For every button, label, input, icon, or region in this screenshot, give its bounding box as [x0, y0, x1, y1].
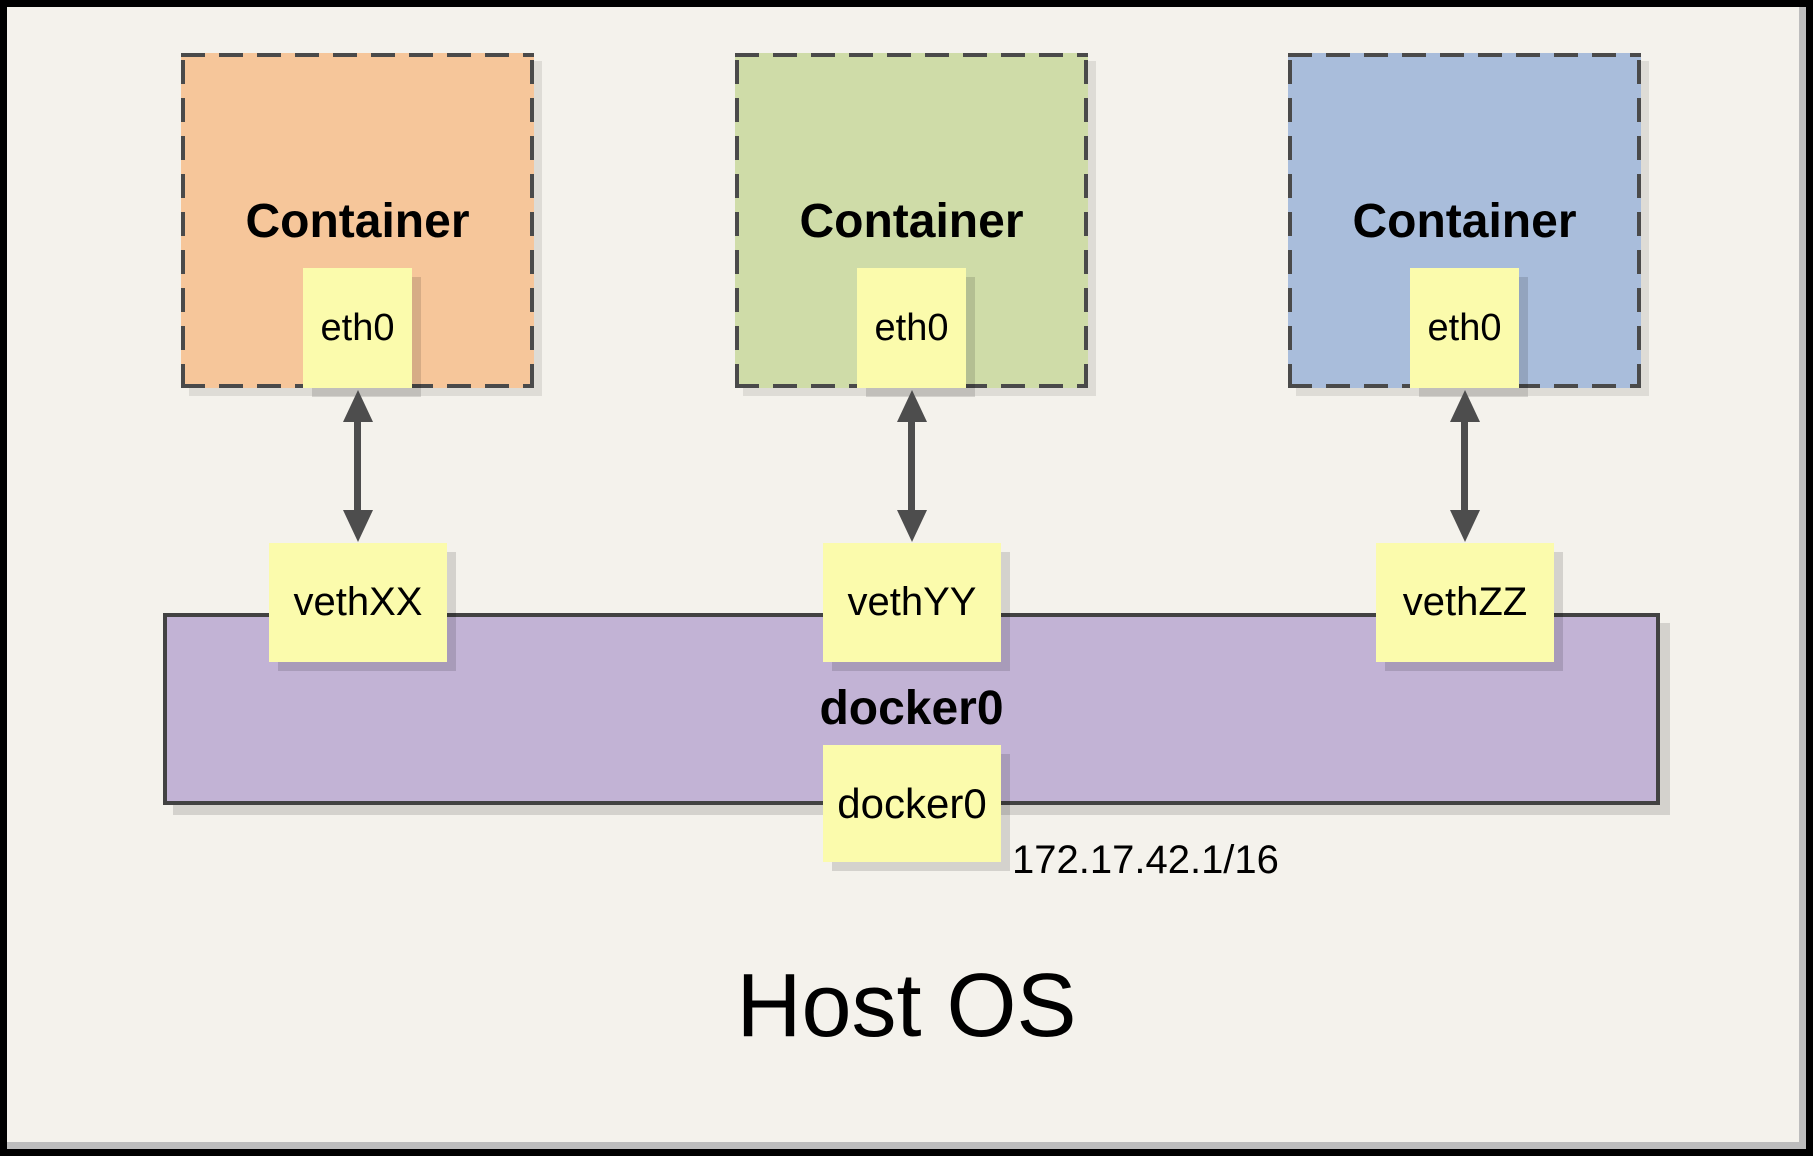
veth-label-3: vethZZ	[1402, 580, 1528, 624]
veth-label-2: vethYY	[847, 580, 977, 624]
docker0-interface-label: docker0	[837, 779, 987, 827]
container-label-3: Container	[1352, 195, 1577, 248]
container-box-1: Container eth0	[181, 53, 534, 388]
eth0-interface-box-2: eth0	[857, 268, 966, 388]
veth-connection-arrow-2	[897, 390, 927, 542]
arrow-shaft	[354, 418, 361, 514]
eth0-interface-box-1: eth0	[303, 268, 412, 388]
veth-box-1: vethXX	[269, 543, 447, 662]
arrow-down-icon	[1450, 510, 1480, 542]
container-label-1: Container	[245, 195, 470, 248]
container-box-2: Container eth0	[735, 53, 1088, 388]
host-os-title: Host OS	[736, 956, 1077, 1056]
container-label-2: Container	[799, 195, 1024, 248]
container-box-3: Container eth0	[1288, 53, 1641, 388]
arrow-shaft	[1461, 418, 1468, 514]
docker0-interface-box: docker0	[823, 745, 1001, 862]
veth-box-2: vethYY	[823, 543, 1001, 662]
arrow-down-icon	[343, 510, 373, 542]
docker0-bridge-label: docker0	[819, 682, 1004, 735]
arrow-up-icon	[343, 390, 373, 422]
eth0-label-2: eth0	[874, 306, 949, 349]
arrow-up-icon	[1450, 390, 1480, 422]
arrow-up-icon	[897, 390, 927, 422]
bridge-ip-label: 172.17.42.1/16	[1012, 838, 1279, 882]
eth0-label-3: eth0	[1427, 306, 1502, 349]
veth-connection-arrow-3	[1450, 390, 1480, 542]
eth0-label-1: eth0	[320, 306, 395, 349]
eth0-interface-box-3: eth0	[1410, 268, 1519, 388]
veth-box-3: vethZZ	[1376, 543, 1554, 662]
veth-label-1: vethXX	[293, 580, 423, 624]
arrow-shaft	[908, 418, 915, 514]
veth-connection-arrow-1	[343, 390, 373, 542]
arrow-down-icon	[897, 510, 927, 542]
